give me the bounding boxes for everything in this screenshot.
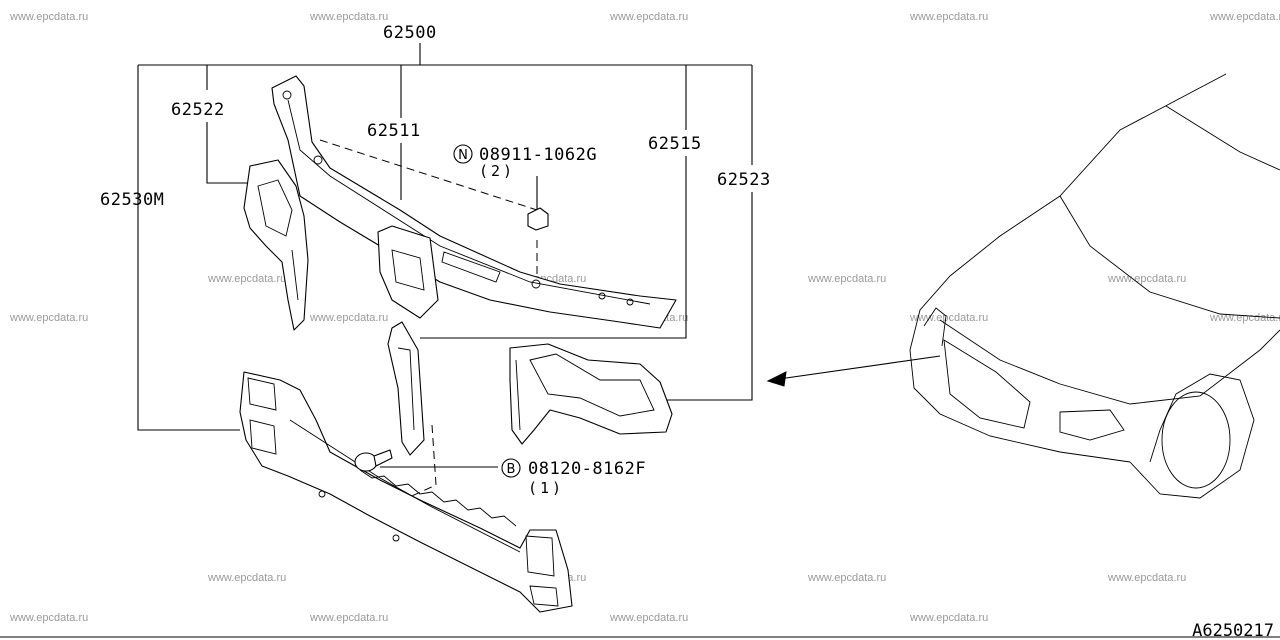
watermark: www.epcdata.ru	[909, 11, 988, 23]
label-upper-support: 62511	[367, 121, 421, 141]
watermark: www.epcdata.ru	[1209, 11, 1280, 23]
watermark: www.epcdata.ru	[609, 11, 688, 23]
watermark: www.epcdata.ru	[909, 312, 988, 324]
side-member-left-part	[243, 159, 309, 331]
stay-part	[387, 321, 425, 456]
watermark: www.epcdata.ru	[9, 312, 88, 324]
watermark: www.epcdata.ru	[9, 11, 88, 23]
nut-symbol: N	[458, 148, 468, 163]
watermark: www.epcdata.ru	[1209, 312, 1280, 324]
watermark: www.epcdata.ru	[1107, 273, 1186, 285]
nut-fastener	[527, 207, 549, 231]
nut-quantity: (2)	[479, 162, 515, 180]
bolt-callout: B 08120-8162F (1)	[501, 458, 646, 497]
watermark: www.epcdata.ru	[9, 612, 88, 624]
watermark: www.epcdata.ru	[309, 11, 388, 23]
upper-support-part	[271, 75, 677, 329]
bolt-symbol-badge	[501, 458, 521, 478]
watermark: www.epcdata.ru	[1107, 572, 1186, 584]
watermark: www.epcdata.ru	[909, 612, 988, 624]
watermark: www.epcdata.ru	[309, 312, 388, 324]
watermark: www.epcdata.ru	[207, 273, 286, 285]
diagram-reference: A6250217	[1192, 621, 1274, 640]
label-side-right: 62523	[717, 170, 771, 190]
watermark: www.epcdata.ru	[609, 612, 688, 624]
label-stay: 62515	[648, 134, 702, 154]
nut-callout: N 08911-1062G (2)	[453, 144, 597, 180]
nut-symbol-badge	[453, 144, 473, 164]
lower-support-part	[239, 371, 573, 613]
label-assembly: 62500	[383, 23, 437, 43]
vehicle-locator-view	[766, 73, 1280, 499]
bolt-symbol: B	[507, 462, 516, 477]
watermark: www.epcdata.ru	[207, 572, 286, 584]
nut-part-number: 08911-1062G	[479, 145, 597, 165]
watermark: www.epcdata.ru	[309, 612, 388, 624]
bolt-quantity: (1)	[528, 479, 564, 497]
label-lower-support: 62530M	[100, 190, 164, 210]
bolt-fastener	[354, 449, 393, 472]
part-labels: 62500 62522 62511 62515 62523 62530M	[100, 23, 771, 210]
bolt-part-number: 08120-8162F	[528, 459, 646, 479]
watermark: www.epcdata.ru	[807, 572, 886, 584]
leader-lines	[137, 43, 753, 506]
watermark: www.epcdata.ru	[807, 273, 886, 285]
label-side-left: 62522	[171, 100, 225, 120]
side-member-right-part	[509, 343, 673, 445]
